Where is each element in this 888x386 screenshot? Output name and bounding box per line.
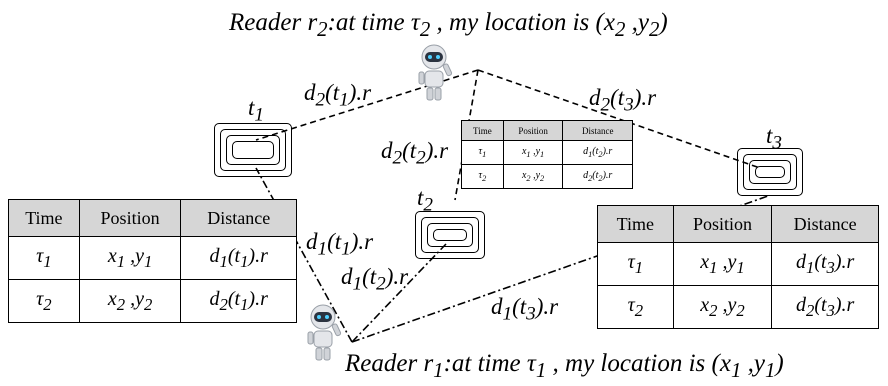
col-position: Position [502,120,564,141]
table-row: τ2 x2 ,y2 d2(t2).r [461,164,633,189]
distance-d2-t2: d2(t2).r [381,138,449,169]
table-row: τ1 x1 ,y1 d1(t2).r [461,140,633,165]
col-time: Time [8,199,80,237]
distance-d2-t3: d2(t3).r [589,85,657,116]
table-row: τ1 x1 ,y1 d1(t1).r [8,236,297,280]
col-time: Time [461,120,504,141]
table-t1: Time Position Distance τ1 x1 ,y1 d1(t1).… [8,199,297,323]
tag-t2-antenna-icon [415,211,493,265]
link-r2-t2 [454,69,479,201]
col-distance: Distance [771,205,879,243]
reader-r1-caption: Reader r1:at time τ1 , my location is (x… [345,350,784,382]
col-time: Time [597,205,674,243]
reader-r2-robot-icon [418,44,453,101]
tag-t2-label: t2 [417,185,433,216]
col-position: Position [78,199,182,237]
col-distance: Distance [180,199,297,237]
tag-t3-antenna-icon [737,148,815,202]
tag-t3-label: t3 [766,123,782,154]
distance-d1-t3: d1(t3).r [491,294,559,325]
tag-t1-label: t1 [248,95,264,126]
distance-d1-t1: d1(t1).r [306,229,374,260]
col-distance: Distance [562,120,633,141]
distance-d1-t2: d1(t2).r [341,264,409,295]
table-row: τ1 x1 ,y1 d1(t3).r [597,242,879,286]
reader-r1-robot-icon [307,304,342,361]
link-r1-t1 [255,167,353,343]
distance-d2-t1: d2(t1).r [304,80,372,111]
table-t2: Time Position Distance τ1 x1 ,y1 d1(t2).… [461,120,633,189]
table-row: τ2 x2 ,y2 d2(t1).r [8,279,297,323]
table-t3: Time Position Distance τ1 x1 ,y1 d1(t3).… [597,205,879,329]
link-r1-t3 [351,195,769,343]
link-r1-t2 [351,243,447,343]
link-r2-t1 [255,69,479,141]
col-position: Position [672,205,773,243]
tag-t1-antenna-icon [214,123,292,177]
reader-r2-caption: Reader r2:at time τ2 , my location is (x… [229,9,668,41]
table-row: τ2 x2 ,y2 d2(t3).r [597,285,879,329]
